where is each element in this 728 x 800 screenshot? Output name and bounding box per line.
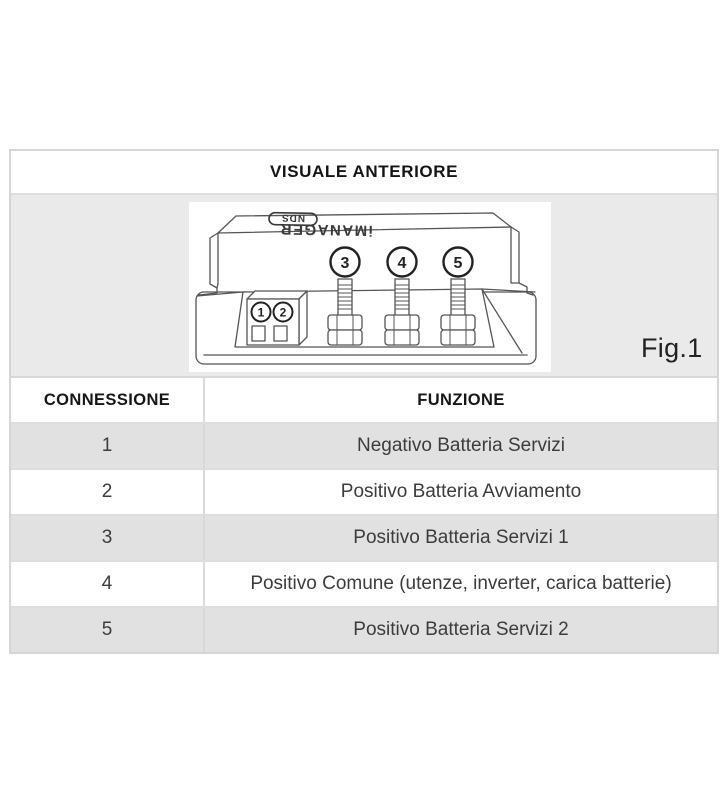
busbar-device-drawing: NDS iMANAGER 1 2 3 4 5 xyxy=(195,212,537,365)
stud-4 xyxy=(384,278,420,346)
connection-function: Negativo Batteria Servizi xyxy=(356,435,566,456)
callout-3: 3 xyxy=(329,246,361,278)
stud-5 xyxy=(440,278,476,346)
callout-2: 2 xyxy=(272,301,294,323)
connection-function: Positivo Batteria Avviamento xyxy=(340,481,582,502)
figure-and-table-panel: VISUALE ANTERIORE xyxy=(9,149,719,654)
svg-text:NDS: NDS xyxy=(281,212,305,223)
callout-5: 5 xyxy=(442,246,474,278)
figure-caption: Fig.1 xyxy=(641,333,703,363)
header-connessione: CONNESSIONE xyxy=(11,378,205,422)
svg-text:5: 5 xyxy=(454,255,463,272)
svg-text:4: 4 xyxy=(398,255,407,272)
connection-function: Positivo Batteria Servizi 2 xyxy=(353,619,569,640)
connection-number: 3 xyxy=(101,527,113,548)
callout-4: 4 xyxy=(386,246,418,278)
imanager-label: iMANAGER xyxy=(279,220,373,239)
panel-title: VISUALE ANTERIORE xyxy=(269,162,459,181)
table-header-row: CONNESSIONE FUNZIONE xyxy=(11,378,717,424)
connection-number: 5 xyxy=(101,619,113,640)
terminal-hole-1 xyxy=(251,325,266,342)
table-row: 2 Positivo Batteria Avviamento xyxy=(11,470,717,516)
front-view-diagram-section: NDS iMANAGER 1 2 3 4 5 xyxy=(11,195,717,378)
connection-number: 2 xyxy=(101,481,113,502)
connection-number: 4 xyxy=(101,573,113,594)
svg-text:2: 2 xyxy=(280,306,287,320)
stud-3 xyxy=(327,278,363,346)
callout-1: 1 xyxy=(250,301,272,323)
terminal-hole-2 xyxy=(273,325,288,342)
table-row: 4 Positivo Comune (utenze, inverter, car… xyxy=(11,562,717,608)
connection-number: 1 xyxy=(101,435,113,456)
table-row: 1 Negativo Batteria Servizi xyxy=(11,424,717,470)
svg-text:3: 3 xyxy=(341,255,350,272)
connection-function: Positivo Comune (utenze, inverter, caric… xyxy=(250,573,672,594)
connection-function: Positivo Batteria Servizi 1 xyxy=(353,527,569,548)
svg-text:1: 1 xyxy=(258,306,265,320)
table-row: 5 Positivo Batteria Servizi 2 xyxy=(11,608,717,652)
connections-table: CONNESSIONE FUNZIONE 1 Negativo Batteria… xyxy=(11,378,717,652)
panel-title-bar: VISUALE ANTERIORE xyxy=(11,151,717,195)
table-row: 3 Positivo Batteria Servizi 1 xyxy=(11,516,717,562)
nds-logo: NDS xyxy=(268,212,318,227)
device-top-face xyxy=(217,212,512,234)
header-funzione: FUNZIONE xyxy=(417,390,505,409)
